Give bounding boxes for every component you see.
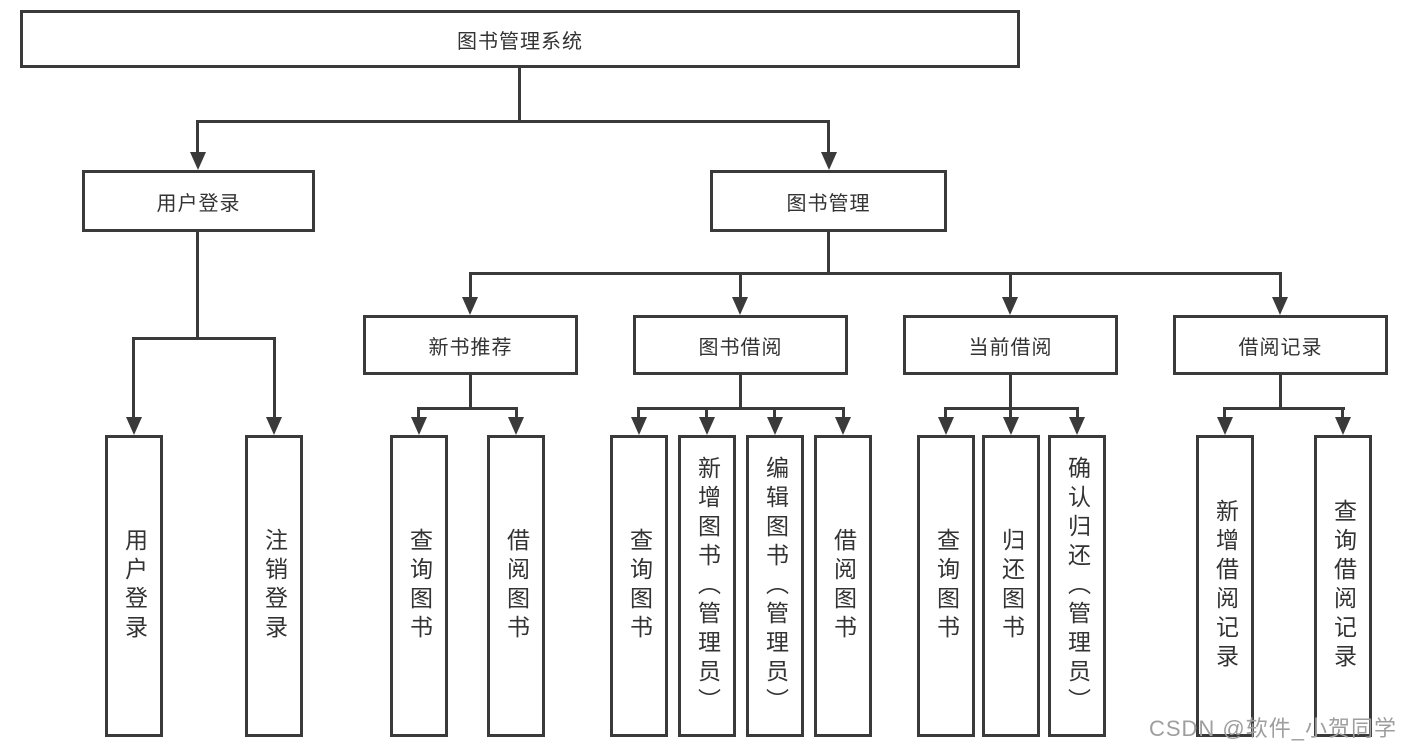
node-label: 图书借阅	[698, 336, 783, 359]
leaf-label: 查询图书	[406, 528, 433, 644]
connector-line	[827, 120, 830, 156]
leaf-label: 注销登录	[261, 528, 288, 644]
leaf-query-borrow-record: 查询借阅记录	[1314, 435, 1372, 737]
node-root-label: 图书管理系统	[457, 30, 583, 53]
leaf-logout: 注销登录	[245, 435, 303, 737]
leaf-label: 查询图书	[933, 528, 960, 644]
connector-line	[1009, 407, 1012, 421]
arrow-down-icon	[699, 417, 715, 435]
leaf-user-login: 用户登录	[105, 435, 163, 737]
arrow-down-icon	[767, 417, 783, 435]
node-root: 图书管理系统	[20, 10, 1020, 68]
node-label: 借阅记录	[1238, 336, 1323, 359]
connector-line	[1076, 407, 1079, 421]
leaf-label: 查询图书	[626, 528, 653, 644]
arrow-down-icon	[508, 417, 524, 435]
arrow-down-icon	[821, 152, 837, 170]
leaf-label: 借阅图书	[503, 528, 530, 644]
leaf-add-borrow-record: 新增借阅记录	[1196, 435, 1254, 737]
leaf-label: 查询借阅记录	[1330, 499, 1357, 673]
node-label: 新书推荐	[428, 336, 513, 359]
arrow-down-icon	[462, 297, 478, 315]
connector-line	[827, 232, 830, 272]
leaf-query-books-current: 查询图书	[917, 435, 975, 737]
connector-line	[842, 407, 845, 421]
connector-line	[469, 272, 1281, 275]
arrow-down-icon	[190, 152, 206, 170]
connector-line	[1009, 272, 1012, 300]
connector-line	[944, 407, 947, 421]
leaf-borrow-books-recommend: 借阅图书	[487, 435, 545, 737]
arrow-down-icon	[1003, 417, 1019, 435]
connector-line	[196, 120, 199, 156]
arrow-down-icon	[1217, 417, 1233, 435]
leaf-edit-book-admin: 编辑图书（管理员）	[746, 435, 804, 737]
leaf-return-books: 归还图书	[982, 435, 1040, 737]
connector-line	[1223, 407, 1226, 421]
node-current-borrow: 当前借阅	[903, 315, 1118, 375]
connector-line	[705, 407, 708, 421]
leaf-query-books-borrow: 查询图书	[610, 435, 668, 737]
connector-line	[196, 120, 830, 123]
leaf-label: 编辑图书（管理员）	[762, 455, 789, 717]
connector-line	[1279, 375, 1282, 410]
connector-line	[417, 407, 420, 421]
connector-line	[132, 337, 276, 340]
node-new-book-recommend: 新书推荐	[363, 315, 578, 375]
connector-line	[637, 407, 640, 421]
arrow-down-icon	[411, 417, 427, 435]
leaf-confirm-return-admin: 确认归还（管理员）	[1048, 435, 1106, 737]
leaf-label: 新增图书（管理员）	[694, 455, 721, 717]
leaf-label: 借阅图书	[830, 528, 857, 644]
leaf-label: 确认归还（管理员）	[1064, 455, 1091, 717]
connector-line	[1223, 407, 1345, 410]
leaf-add-book-admin: 新增图书（管理员）	[678, 435, 736, 737]
arrow-down-icon	[1002, 297, 1018, 315]
arrow-down-icon	[1069, 417, 1085, 435]
connector-line	[273, 337, 276, 421]
node-user-login: 用户登录	[82, 170, 315, 232]
leaf-label: 用户登录	[121, 528, 148, 644]
connector-line	[739, 272, 742, 300]
leaf-query-books-recommend: 查询图书	[390, 435, 448, 737]
node-label: 图书管理	[786, 192, 871, 215]
connector-line	[515, 407, 518, 421]
connector-line	[637, 407, 845, 410]
arrow-down-icon	[266, 417, 282, 435]
connector-line	[469, 272, 472, 300]
arrow-down-icon	[938, 417, 954, 435]
connector-line	[469, 375, 472, 410]
arrow-down-icon	[1335, 417, 1351, 435]
leaf-label: 归还图书	[998, 528, 1025, 644]
connector-line	[773, 407, 776, 421]
node-label: 用户登录	[156, 192, 241, 215]
arrow-down-icon	[631, 417, 647, 435]
arrow-down-icon	[126, 417, 142, 435]
connector-line	[196, 232, 199, 337]
node-book-borrow: 图书借阅	[633, 315, 848, 375]
connector-line	[417, 407, 518, 410]
node-borrow-records: 借阅记录	[1173, 315, 1388, 375]
arrow-down-icon	[732, 297, 748, 315]
connector-line	[1009, 375, 1012, 410]
node-label: 当前借阅	[968, 336, 1053, 359]
arrow-down-icon	[835, 417, 851, 435]
leaf-borrow-books-borrow: 借阅图书	[814, 435, 872, 737]
connector-line	[739, 375, 742, 410]
arrow-down-icon	[1272, 297, 1288, 315]
connector-line	[1341, 407, 1344, 421]
node-book-management: 图书管理	[710, 170, 947, 232]
connector-line	[518, 68, 521, 120]
connector-line	[1279, 272, 1282, 300]
connector-line	[132, 337, 135, 421]
leaf-label: 新增借阅记录	[1212, 499, 1239, 673]
